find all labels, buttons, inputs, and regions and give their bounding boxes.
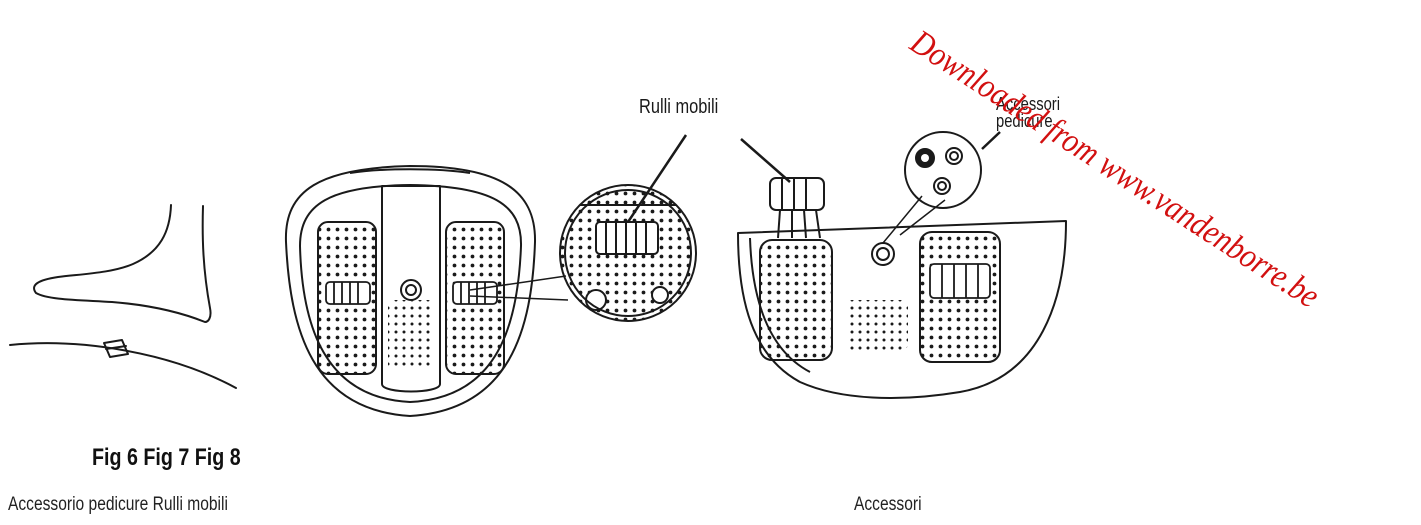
rulli-mobili-leader-line <box>626 134 688 223</box>
fig6-foot-illustration <box>9 204 237 389</box>
fig7-foot-spa-top-view <box>284 165 569 417</box>
basin-handle-ridge <box>349 168 471 174</box>
pedicure-accessory-on-floor <box>103 339 129 358</box>
left-roller <box>325 281 371 305</box>
loupe-connector-lines <box>469 275 569 301</box>
center-button <box>400 279 422 301</box>
rulli-mobili-leader-line-right <box>740 138 791 183</box>
fig8-foot-spa-front-view <box>737 177 1067 399</box>
front-basin-outline <box>737 220 1067 399</box>
floor-curve <box>9 342 237 389</box>
accessory-brush <box>945 147 963 165</box>
callout-accessori-line1: Accessori <box>996 94 1060 114</box>
callout-accessori-line2: pedicure <box>996 111 1053 131</box>
foot-outline <box>33 204 212 323</box>
accessory-stone <box>933 177 951 195</box>
callout-accessori-pedicure: Accessori pedicure <box>996 94 1060 131</box>
heel-dots <box>388 300 434 370</box>
figure-caption: Fig 6 Fig 7 Fig 8 <box>92 444 241 471</box>
removed-roller-accessory <box>769 177 825 239</box>
front-center-button <box>871 242 895 266</box>
front-center-dots <box>846 300 908 350</box>
basin-outer-rim <box>284 165 537 417</box>
front-right-roller <box>929 263 991 299</box>
accessories-connector-lines <box>882 195 946 244</box>
callout-rulli-mobili: Rulli mobili <box>639 96 719 118</box>
accessori-pedicure-leader-line <box>981 131 1001 150</box>
right-roller <box>452 281 498 305</box>
center-divider <box>381 185 441 393</box>
subcaption-right: Accessori <box>854 494 922 515</box>
subcaption-left: Accessorio pedicure Rulli mobili <box>8 494 228 515</box>
front-left-bed <box>759 239 833 361</box>
roller-detail-loupe <box>559 184 697 322</box>
pedicure-accessories-detail-circle <box>904 131 982 209</box>
